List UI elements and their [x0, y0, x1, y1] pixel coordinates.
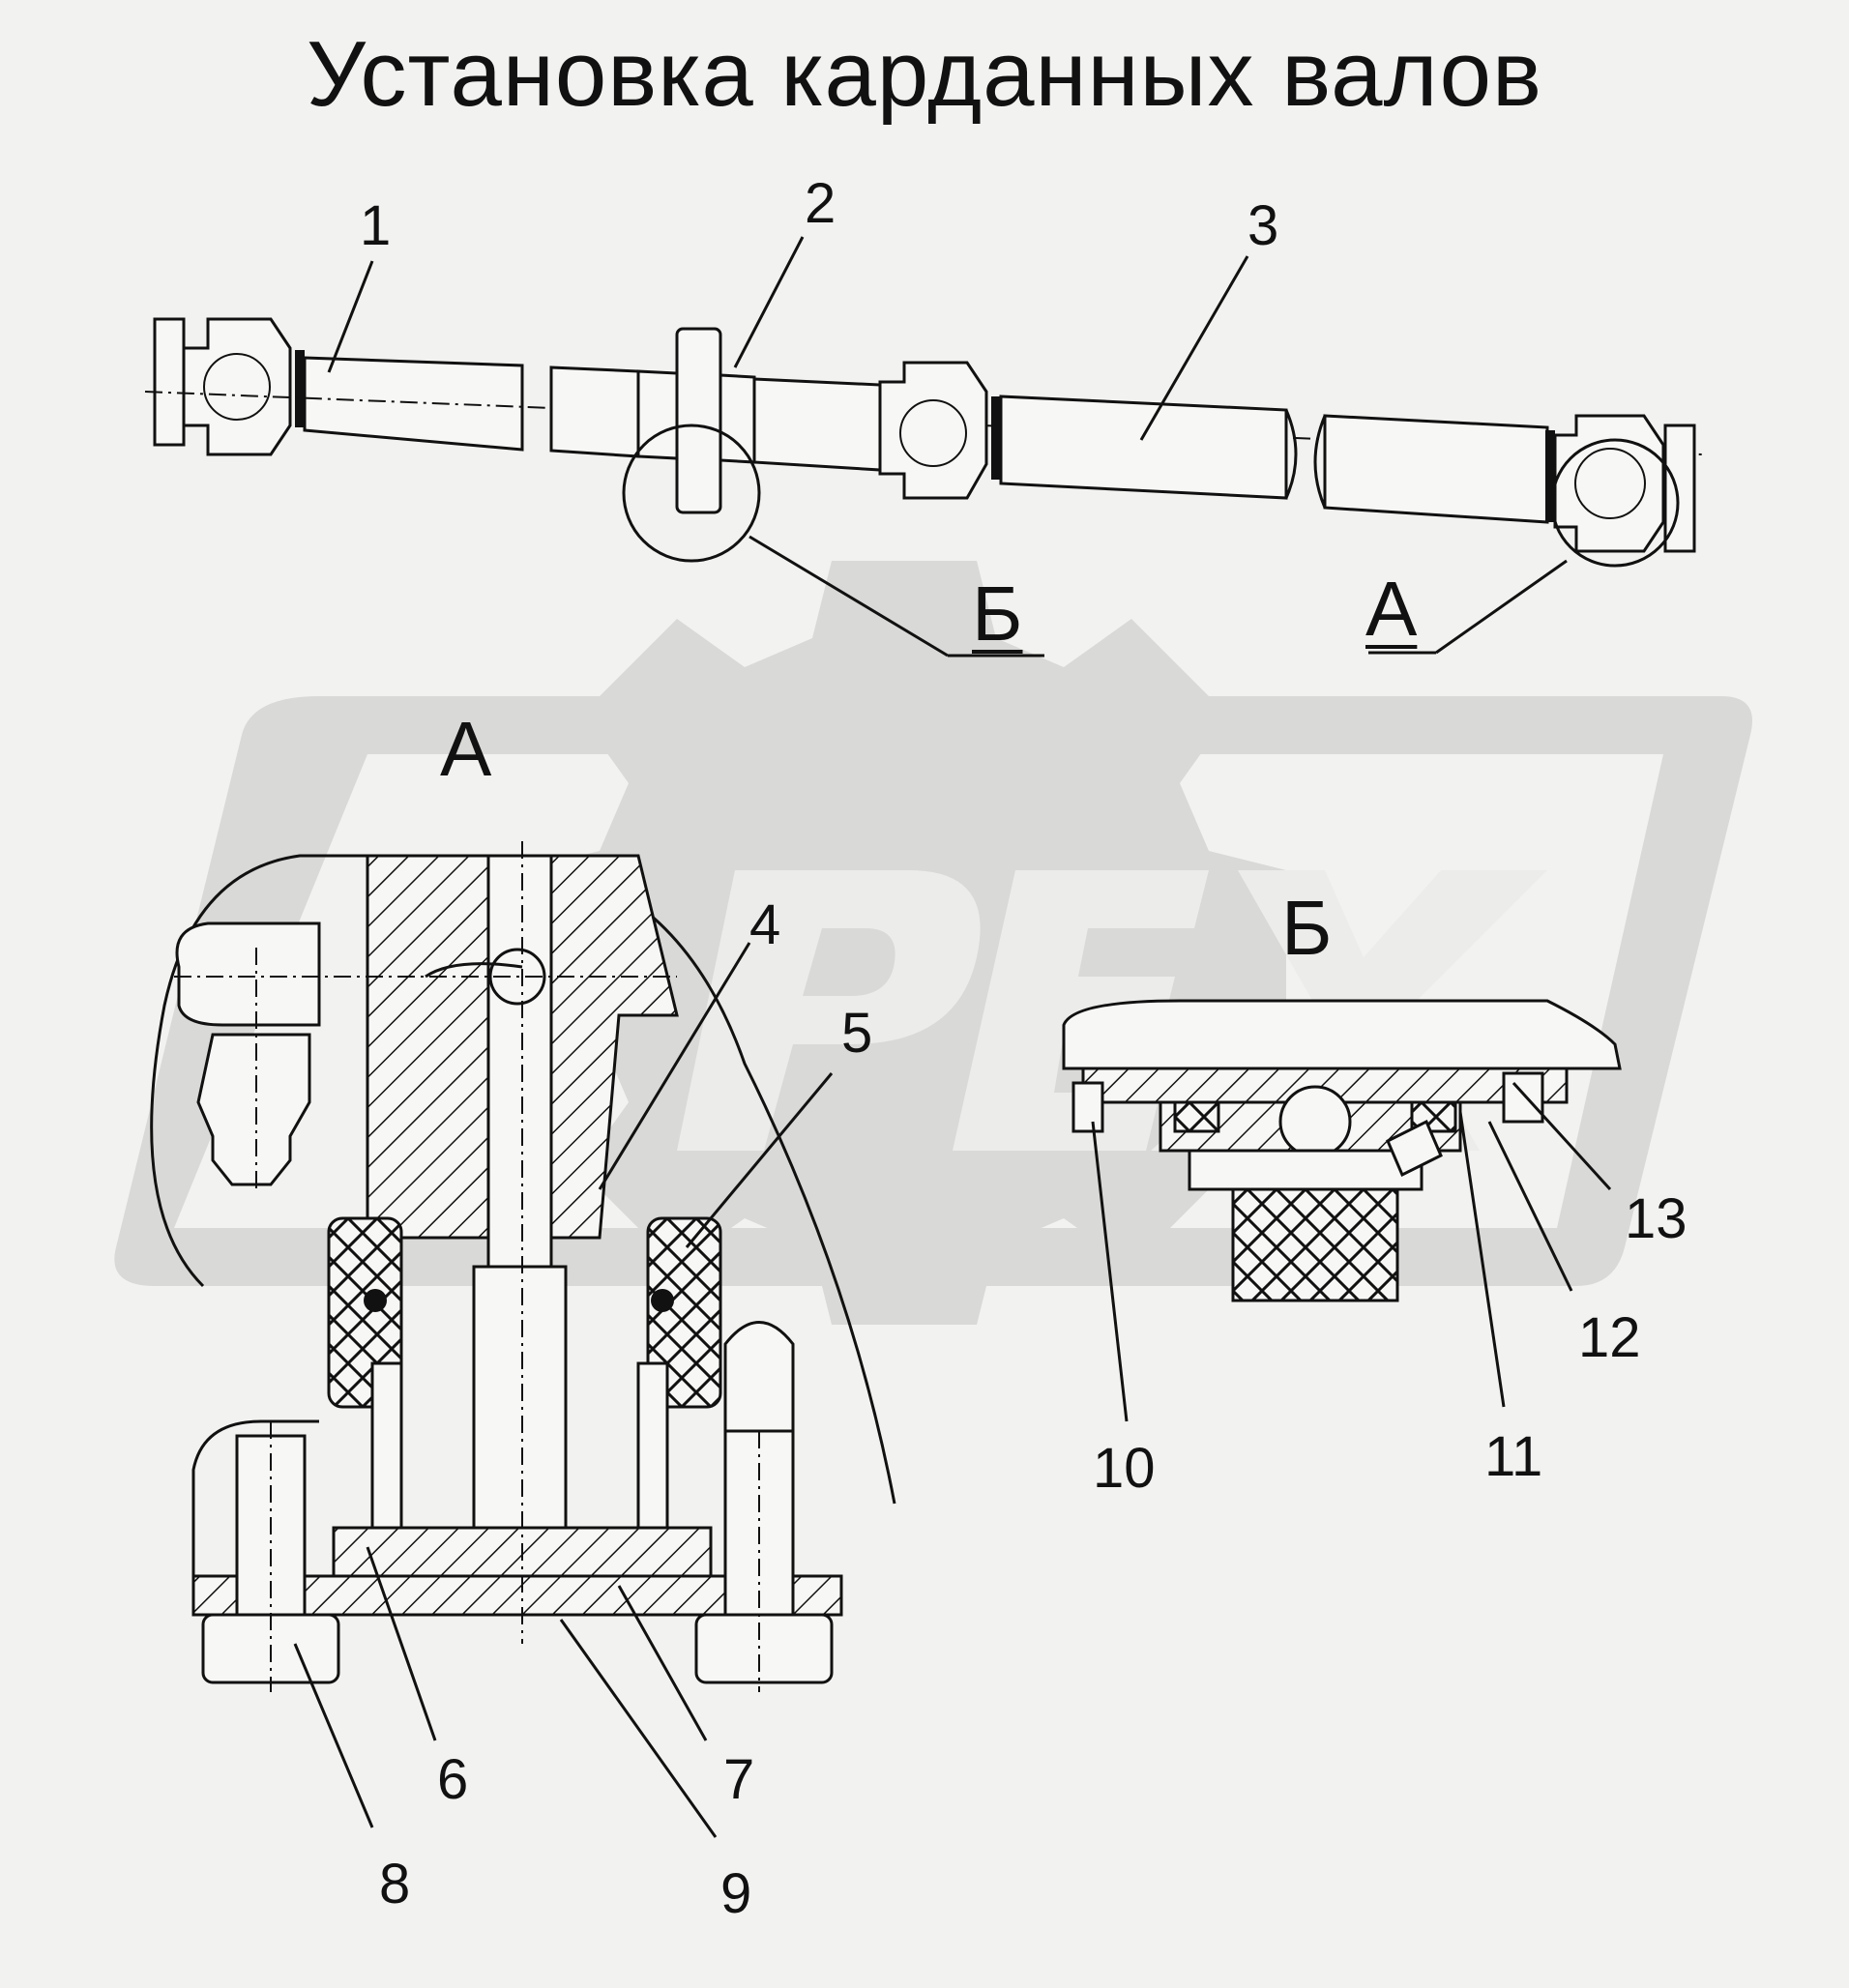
middle-weld-ring: [991, 396, 1001, 480]
leader-6: [366, 1546, 437, 1741]
callout-11: 11: [1484, 1425, 1543, 1488]
support-hub-right: [719, 373, 756, 464]
grease-nipple: [1386, 1119, 1443, 1178]
callout-12: 12: [1578, 1306, 1641, 1369]
view-label-b-detail: Б: [1281, 885, 1333, 971]
shaft-3: [999, 395, 1288, 500]
mount-block: [1188, 1149, 1423, 1191]
left-cross-joint: [203, 353, 271, 421]
view-label-b-top: Б: [972, 570, 1023, 657]
leader-5: [685, 1072, 834, 1248]
shaft-break-left: [1284, 409, 1298, 499]
left-yoke: [182, 317, 292, 456]
leader-7: [617, 1585, 708, 1741]
leader-9: [559, 1619, 718, 1838]
callout-10: 10: [1093, 1437, 1156, 1500]
slip-spline: [549, 365, 640, 458]
watermark-frame: [114, 696, 1752, 1286]
leader-b: [748, 535, 949, 658]
shaft-2: [752, 377, 882, 472]
rubber-cushion: [1231, 1187, 1399, 1302]
left-flange: [153, 317, 186, 447]
shaft-1: [303, 356, 524, 452]
page-title: Установка карданных валов: [306, 22, 1542, 126]
callout-1: 1: [360, 194, 392, 257]
middle-yoke: [878, 361, 988, 500]
support-cover: [1062, 999, 1622, 1070]
left-weld-ring: [295, 350, 305, 427]
bolt-sleeve: [472, 1265, 568, 1530]
callout-2: 2: [805, 172, 836, 235]
support-hub-left: [636, 369, 679, 460]
center-bolt: [486, 854, 553, 1273]
leader-2: [733, 236, 805, 368]
leader-13: [1511, 1081, 1612, 1191]
leader-4: [598, 942, 751, 1190]
callout-6: 6: [437, 1748, 469, 1811]
bolt-right-tip: [723, 1321, 795, 1433]
right-weld-ring: [1545, 430, 1555, 522]
shaft-break-right: [1313, 415, 1327, 509]
callout-8: 8: [379, 1853, 411, 1915]
leader-10: [1091, 1121, 1129, 1422]
right-cross-joint: [1574, 448, 1646, 519]
detail-circle-b: [622, 424, 761, 563]
callout-4: 4: [749, 893, 781, 956]
flange-edge: [191, 1419, 319, 1576]
callout-3: 3: [1247, 194, 1279, 257]
watermark-logo: [114, 561, 1752, 1325]
seal-ring-left: [1173, 1100, 1220, 1133]
callout-5: 5: [841, 1002, 873, 1065]
shaft-3-end: [1323, 414, 1549, 524]
clip-left: [1071, 1081, 1104, 1133]
callout-9: 9: [720, 1862, 752, 1925]
leader-12: [1487, 1121, 1573, 1292]
driveshaft-assembly: [144, 236, 1703, 658]
leader-1: [327, 260, 374, 373]
intermediate-support: [675, 327, 722, 514]
center-bearing: [1278, 1085, 1352, 1158]
right-flange: [1663, 424, 1696, 553]
right-yoke: [1553, 414, 1665, 553]
middle-cross-joint: [899, 399, 967, 467]
seal-ring-right: [1410, 1100, 1457, 1133]
leader-a: [1435, 559, 1568, 655]
leader-3: [1139, 255, 1249, 441]
bearing-arc: [425, 962, 523, 979]
seal-right-dot: [651, 1289, 674, 1312]
detail-a: [150, 841, 896, 1838]
seal-right: [646, 1216, 722, 1409]
stud-right: [636, 1361, 669, 1539]
detail-circle-a: [1550, 438, 1680, 568]
bolt-right: [723, 1429, 795, 1617]
callout-13: 13: [1625, 1187, 1688, 1250]
clip-right: [1502, 1071, 1544, 1124]
grease-fitting: [196, 1033, 311, 1186]
detail-b: [1062, 999, 1622, 1422]
stud-left: [370, 1361, 403, 1539]
callout-7: 7: [723, 1748, 755, 1811]
nut-right: [694, 1613, 834, 1684]
seal-left: [327, 1216, 403, 1409]
leader-8: [293, 1643, 374, 1828]
leader-11: [1458, 1111, 1506, 1408]
nut-head-side: [175, 921, 321, 1027]
seal-left-dot: [364, 1289, 387, 1312]
view-label-a-top: А: [1365, 566, 1418, 652]
mating-flange: [191, 1574, 843, 1617]
view-label-a-detail: А: [440, 706, 492, 792]
